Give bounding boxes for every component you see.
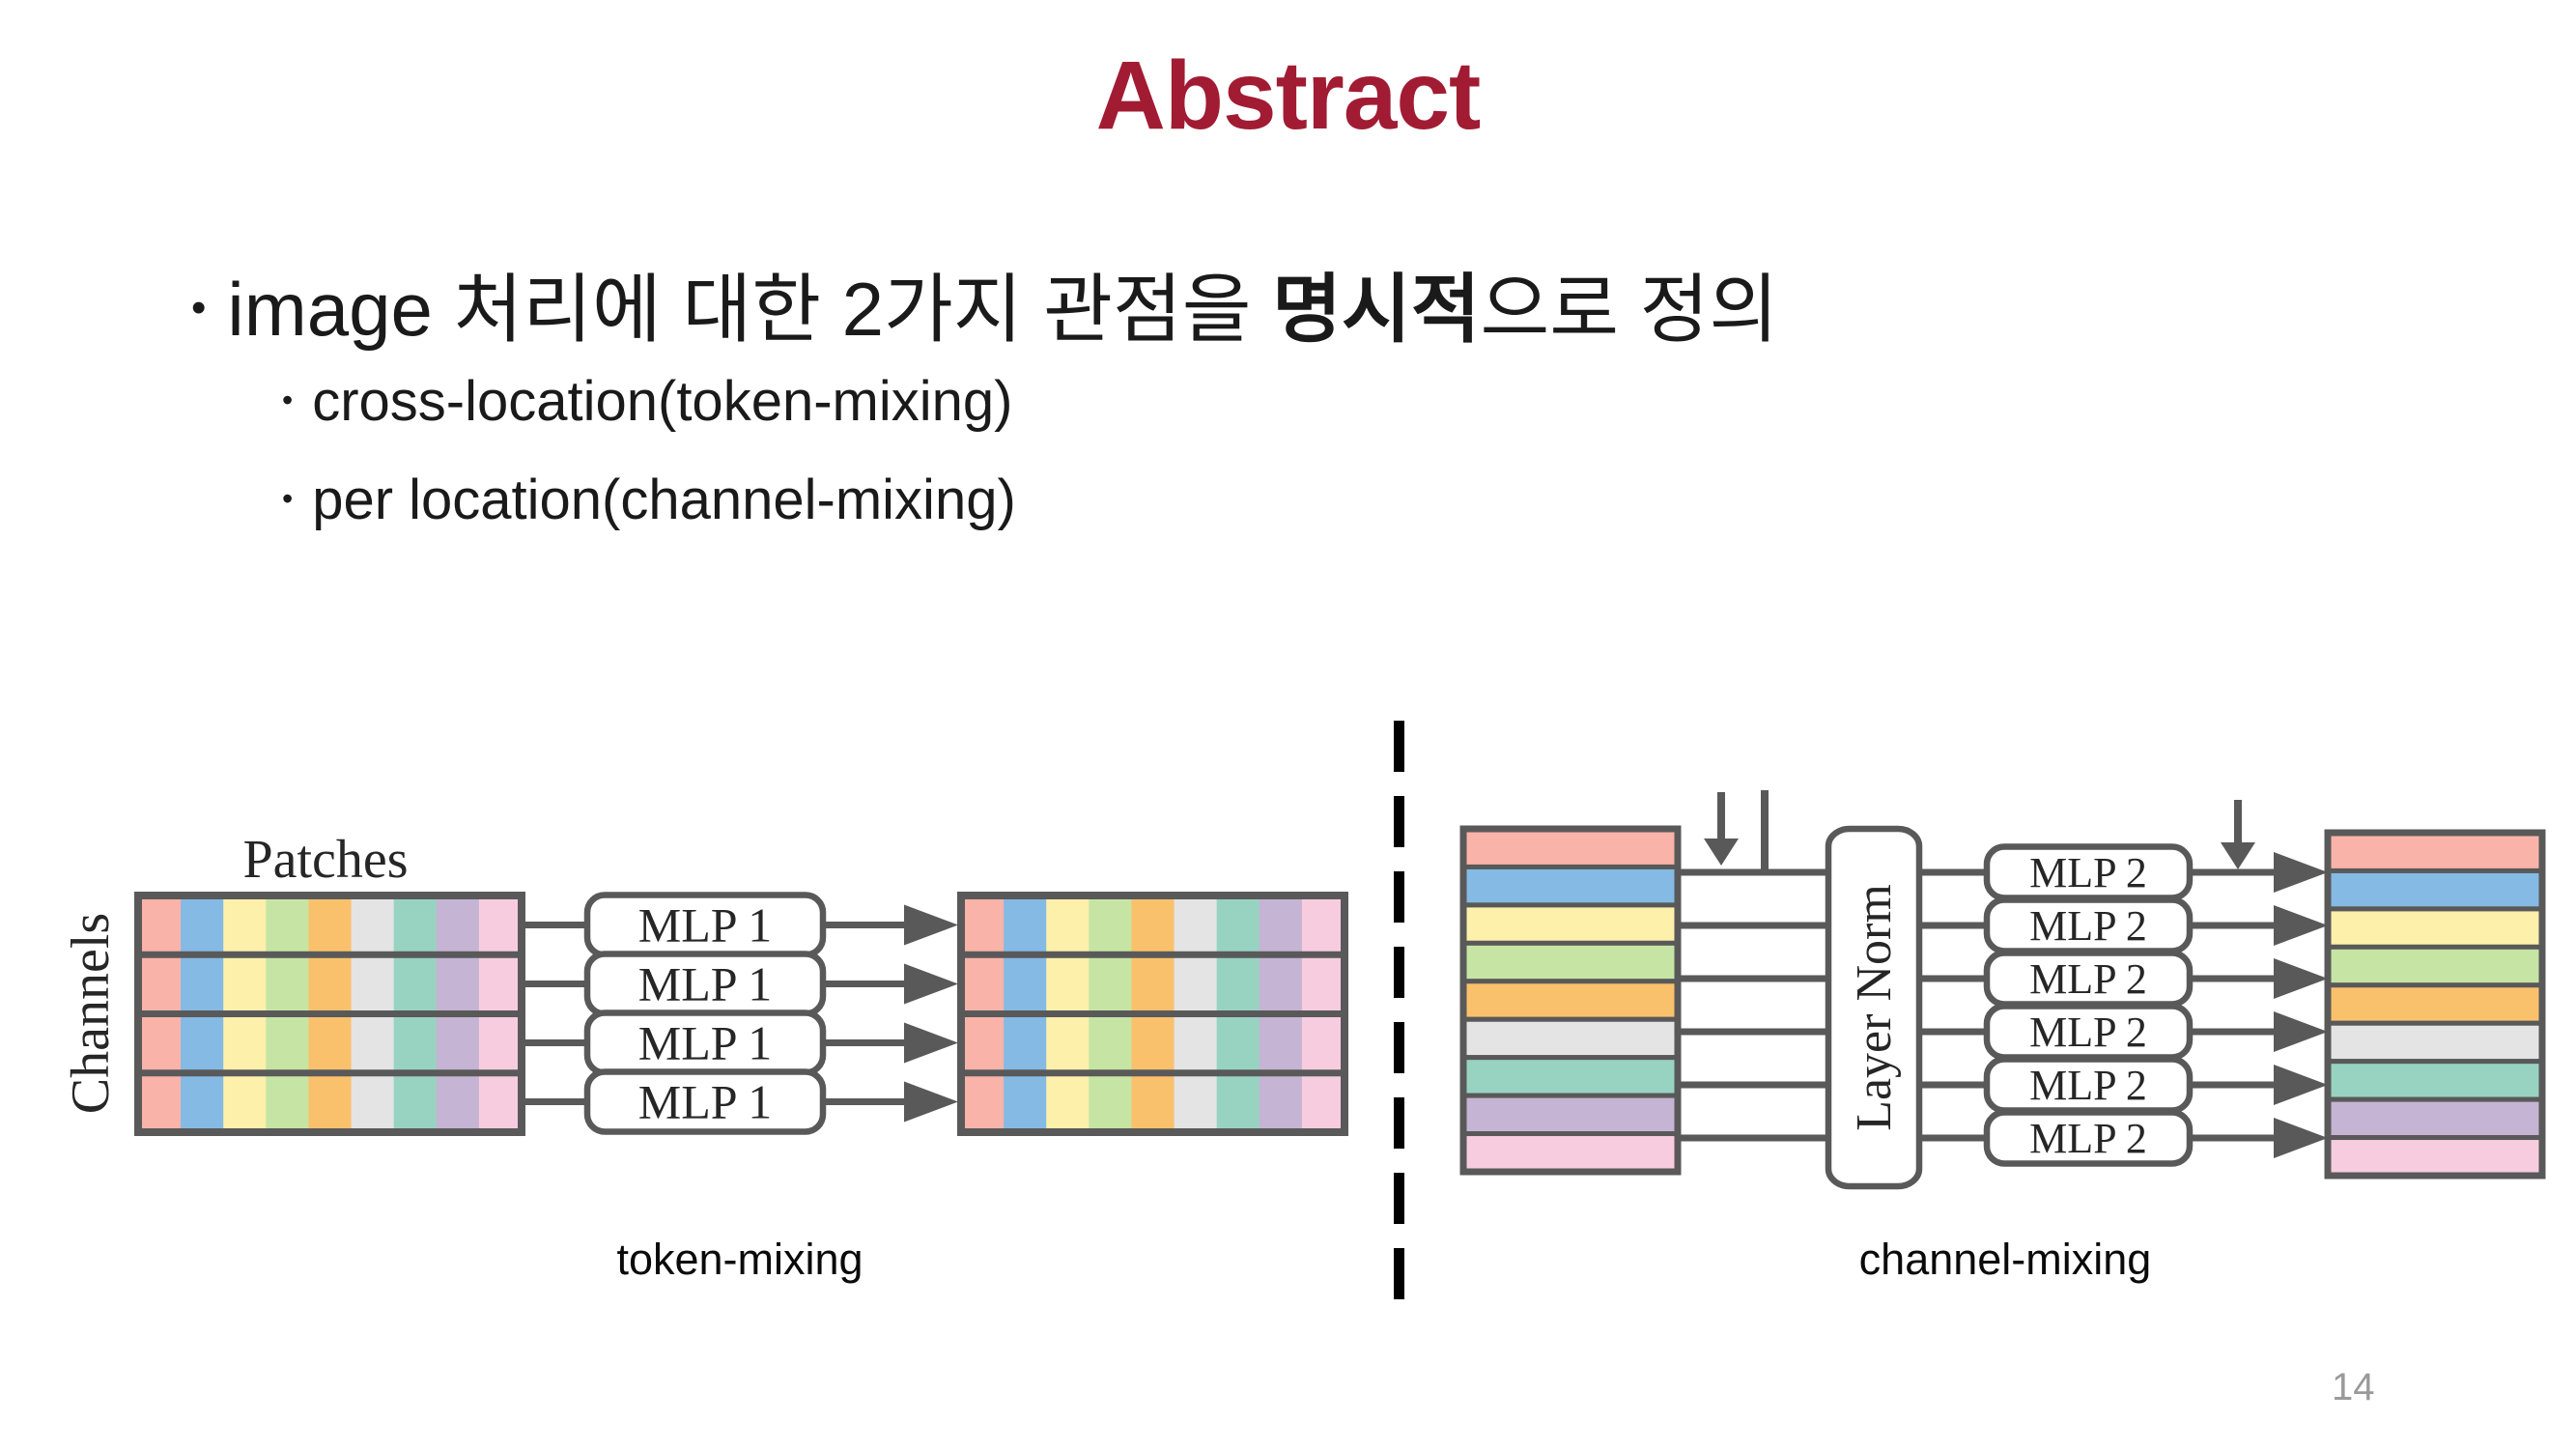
mlp1-label: MLP 1 xyxy=(638,898,772,952)
arrowhead-down-icon xyxy=(2221,842,2255,869)
channel-row xyxy=(2325,944,2545,988)
channel-row xyxy=(1460,1093,1681,1137)
arrowhead-down-icon xyxy=(1704,839,1739,866)
mlp2-label: MLP 2 xyxy=(2029,849,2147,896)
bullet-sub1-text: cross-location(token-mixing) xyxy=(312,370,1013,433)
mlp1-label: MLP 1 xyxy=(638,1016,772,1070)
arrowhead-right-icon xyxy=(904,904,958,946)
mlp1-label: MLP 1 xyxy=(638,957,772,1011)
grid-border xyxy=(134,892,525,1136)
arrowhead-right-icon xyxy=(904,1081,958,1123)
grid-border xyxy=(957,892,1348,1136)
arrowhead-right-icon xyxy=(2274,1011,2328,1052)
mlp2-label: MLP 2 xyxy=(2029,1009,2147,1056)
bullet-main-text-prefix: image 처리에 대한 2가지 관점을 xyxy=(227,267,1273,352)
channel-row xyxy=(2325,906,2545,950)
token-mixing-caption: token-mixing xyxy=(616,1235,863,1284)
bullet-marker: • xyxy=(191,284,207,331)
dash-segment xyxy=(1394,1097,1404,1149)
input-patch-grid xyxy=(134,892,525,1136)
dash-segment xyxy=(1394,796,1404,847)
channel-row xyxy=(1460,1055,1681,1098)
channel-row xyxy=(1460,1131,1681,1175)
arrowhead-right-icon xyxy=(2274,1065,2328,1105)
output-patch-grid xyxy=(957,892,1348,1136)
channel-row xyxy=(1460,826,1681,869)
channel-row xyxy=(2325,982,2545,1026)
dash-segment xyxy=(1394,947,1404,998)
mlp2-label: MLP 2 xyxy=(2029,1115,2147,1162)
bullet-sub2-text: per location(channel-mixing) xyxy=(312,469,1016,531)
layer-norm-box xyxy=(1825,825,1923,1190)
dash-segment xyxy=(1394,1173,1404,1224)
channel-row xyxy=(2325,1135,2545,1179)
bullet-sub-per-location: • per location(channel-mixing) xyxy=(282,468,1016,532)
channel-row xyxy=(1460,902,1681,946)
patches-label: Patches xyxy=(242,830,408,890)
channels-label: Channels xyxy=(61,913,121,1114)
arrowhead-right-icon xyxy=(904,963,958,1005)
bullet-marker: • xyxy=(282,481,294,516)
bullet-main-text-suffix: 으로 정의 xyxy=(1480,267,1779,352)
channel-row xyxy=(2325,1020,2545,1065)
dash-segment xyxy=(1394,1248,1404,1299)
bullet-sub-cross-location: • cross-location(token-mixing) xyxy=(282,369,1012,434)
divider-dashed-line xyxy=(1394,721,1404,1299)
bullet-main: • image 처리에 대한 2가지 관점을 명시적으로 정의 xyxy=(191,249,1778,357)
channel-row xyxy=(2325,1096,2545,1141)
channel-row xyxy=(2325,1059,2545,1102)
arrowhead-right-icon xyxy=(904,1022,958,1064)
channel-row xyxy=(1460,979,1681,1022)
stack-border xyxy=(1459,825,1682,1176)
mlp2-label: MLP 2 xyxy=(2029,955,2147,1003)
channel-mixing-caption: channel-mixing xyxy=(1858,1235,2152,1284)
arrowhead-right-icon xyxy=(2274,958,2328,999)
channel-row xyxy=(1460,1016,1681,1061)
output-channel-stack xyxy=(2324,829,2546,1180)
dash-segment xyxy=(1394,1022,1404,1073)
arrowhead-right-icon xyxy=(2274,1118,2328,1158)
mlp2-label: MLP 2 xyxy=(2029,902,2147,950)
bullet-main-text-bold: 명시적 xyxy=(1272,267,1481,352)
channel-row xyxy=(2325,867,2545,912)
mlp2-label: MLP 2 xyxy=(2029,1062,2147,1109)
stack-border xyxy=(2324,829,2546,1180)
page-number: 14 xyxy=(2332,1366,2375,1408)
dash-segment xyxy=(1394,721,1404,772)
channel-row xyxy=(1460,864,1681,908)
arrowhead-right-icon xyxy=(2274,852,2328,893)
dash-segment xyxy=(1394,871,1404,923)
arrowhead-right-icon xyxy=(2274,905,2328,946)
page-title: Abstract xyxy=(1095,42,1482,150)
layer-norm-label: Layer Norm xyxy=(1847,884,1902,1131)
channel-row xyxy=(1460,940,1681,984)
channel-row xyxy=(2325,830,2545,873)
input-channel-stack xyxy=(1459,825,1682,1176)
mlp1-label: MLP 1 xyxy=(638,1075,772,1129)
bullet-marker: • xyxy=(282,383,294,417)
